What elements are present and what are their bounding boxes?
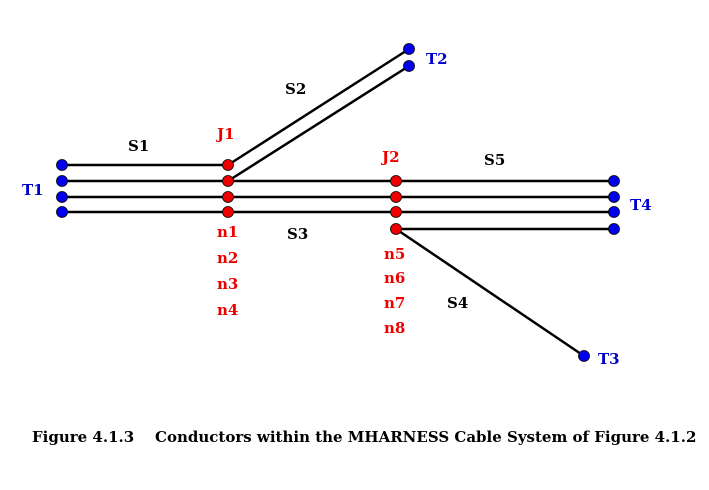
node-label-n6: n6 <box>384 269 405 287</box>
terminal-label-t2: T2 <box>426 50 448 68</box>
terminal-label-t1: T1 <box>22 181 44 199</box>
cable-conductor-diagram: S1 S2 S3 S4 S5 T1 T2 T3 T4 J1 J2 n1 n2 n… <box>22 43 652 368</box>
node-t1-3 <box>56 191 68 203</box>
segment-label-s3: S3 <box>287 225 308 243</box>
junction-label-j1: J1 <box>215 125 235 143</box>
node-label-n5: n5 <box>384 245 405 263</box>
node-t4-2 <box>608 191 620 203</box>
node-n6 <box>390 191 402 203</box>
node-n7 <box>390 206 402 218</box>
segment-label-s1: S1 <box>128 137 149 155</box>
node-label-n8: n8 <box>384 319 405 337</box>
junction-nodes <box>222 159 402 235</box>
terminal-nodes <box>56 43 620 362</box>
conductor-wires <box>62 47 614 358</box>
junction-label-j2: J2 <box>380 148 400 166</box>
node-n1 <box>222 159 234 171</box>
wire-j2-t3 <box>395 227 585 358</box>
segment-label-s4: S4 <box>447 294 468 312</box>
node-t1-2 <box>56 175 68 187</box>
node-label-n2: n2 <box>217 249 238 267</box>
node-n8 <box>390 223 402 235</box>
wire-j1-t2-upper <box>227 47 410 167</box>
node-t4-1 <box>608 175 620 187</box>
figure-caption: Figure 4.1.3 Conductors within the MHARN… <box>32 428 697 446</box>
wire-j1-t2-lower <box>227 64 410 183</box>
terminal-label-t4: T4 <box>630 196 652 214</box>
node-label-n4: n4 <box>217 301 238 319</box>
node-t3 <box>578 350 590 362</box>
segment-label-s2: S2 <box>285 80 306 98</box>
node-label-n1: n1 <box>217 223 238 241</box>
node-t1-4 <box>56 206 68 218</box>
segment-label-s5: S5 <box>484 151 505 169</box>
node-t4-3 <box>608 206 620 218</box>
node-t2-2 <box>403 60 415 72</box>
node-label-n3: n3 <box>217 275 238 293</box>
node-t2-1 <box>403 43 415 55</box>
node-t1-1 <box>56 159 68 171</box>
node-n3 <box>222 191 234 203</box>
node-n2 <box>222 175 234 187</box>
node-t4-4 <box>608 223 620 235</box>
node-label-n7: n7 <box>384 294 405 312</box>
terminal-label-t3: T3 <box>598 350 620 368</box>
node-n4 <box>222 206 234 218</box>
node-n5 <box>390 175 402 187</box>
